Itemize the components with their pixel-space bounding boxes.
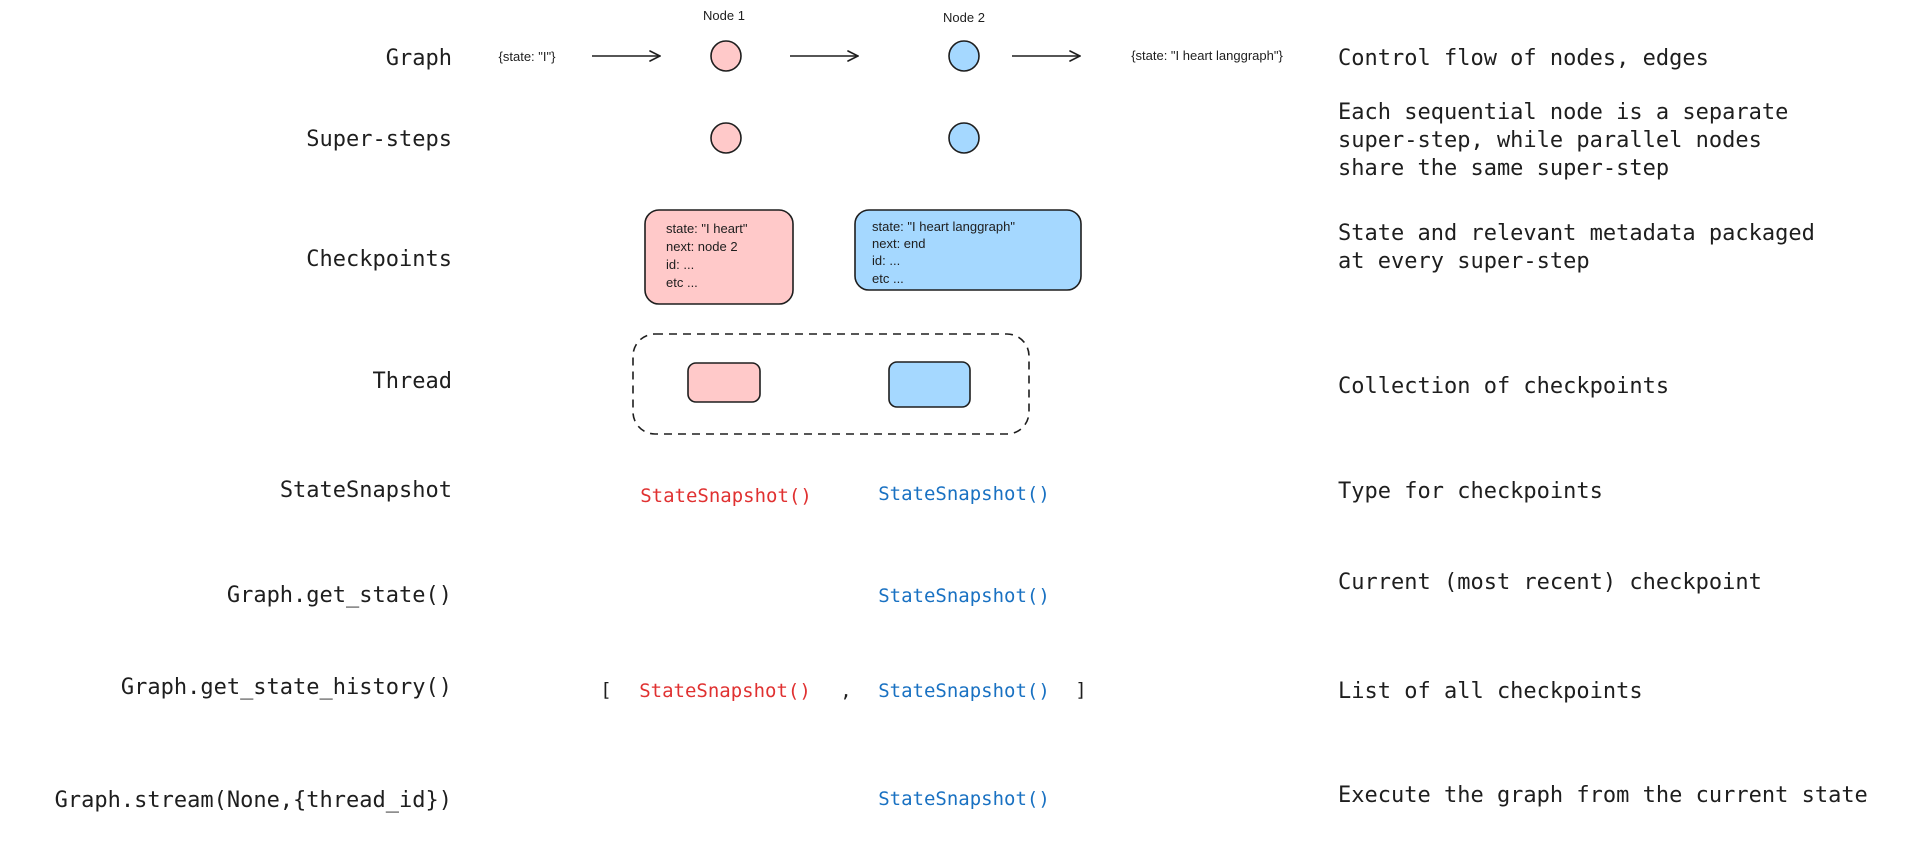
thread-checkpoint-node1 (687, 362, 761, 403)
node1-circle (710, 40, 742, 72)
get-state-result: StateSnapshot() (878, 585, 1050, 607)
stream-result: StateSnapshot() (878, 788, 1050, 810)
row-description-supersteps-line3: share the same super-step (1338, 156, 1669, 181)
row-label-stream: Graph.stream(None,{thread_id}) (55, 788, 452, 813)
checkpoint2-line: etc ... (872, 271, 904, 286)
row-description-graph: Control flow of nodes, edges (1338, 46, 1709, 71)
checkpoint2-line: next: end (872, 236, 926, 251)
superstep2-circle (948, 122, 980, 154)
checkpoint1-line: id: ... (666, 257, 694, 272)
row-label-statesnapshot: StateSnapshot (280, 478, 452, 503)
checkpoint-card-node1 (644, 209, 794, 305)
checkpoint1-line: state: "I heart" (666, 221, 748, 236)
checkpoint2-line: id: ... (872, 253, 900, 268)
row-label-get-state: Graph.get_state() (227, 583, 452, 608)
checkpoint-card-node2 (854, 209, 1082, 291)
row-label-supersteps: Super-steps (306, 127, 452, 152)
thread-checkpoint-node2 (888, 361, 971, 408)
checkpoint2-line: state: "I heart langgraph" (872, 219, 1015, 234)
row-description-statesnapshot: Type for checkpoints (1338, 479, 1603, 504)
statesnapshot-node2: StateSnapshot() (878, 483, 1050, 505)
thread-container (632, 333, 1030, 435)
history-separator: , (840, 680, 851, 702)
row-description-supersteps-line2: super-step, while parallel nodes (1338, 128, 1762, 153)
row-description-get-state-history: List of all checkpoints (1338, 679, 1643, 704)
output-state-text: {state: "I heart langgraph"} (1131, 48, 1283, 63)
statesnapshot-node1: StateSnapshot() (640, 485, 812, 507)
row-description-supersteps-line1: Each sequential node is a separate (1338, 100, 1788, 125)
row-description-checkpoints-line2: at every super-step (1338, 249, 1590, 274)
history-item-node2: StateSnapshot() (878, 680, 1050, 702)
history-close-bracket: ] (1075, 679, 1086, 701)
node2-circle (948, 40, 980, 72)
history-item-node1: StateSnapshot() (639, 680, 811, 702)
superstep1-circle (710, 122, 742, 154)
row-label-thread: Thread (373, 369, 452, 394)
row-description-checkpoints-line1: State and relevant metadata packaged (1338, 221, 1815, 246)
input-state-text: {state: "I"} (499, 49, 557, 64)
row-description-thread: Collection of checkpoints (1338, 374, 1669, 399)
row-label-graph: Graph (386, 46, 452, 71)
checkpoint1-line: next: node 2 (666, 239, 738, 254)
row-label-get-state-history: Graph.get_state_history() (121, 675, 452, 700)
history-open-bracket: [ (600, 679, 611, 701)
row-description-stream: Execute the graph from the current state (1338, 783, 1868, 808)
node1-title: Node 1 (703, 8, 745, 23)
row-description-get-state: Current (most recent) checkpoint (1338, 570, 1762, 595)
checkpoint1-line: etc ... (666, 275, 698, 290)
row-label-checkpoints: Checkpoints (306, 247, 452, 272)
node2-title: Node 2 (943, 10, 985, 25)
